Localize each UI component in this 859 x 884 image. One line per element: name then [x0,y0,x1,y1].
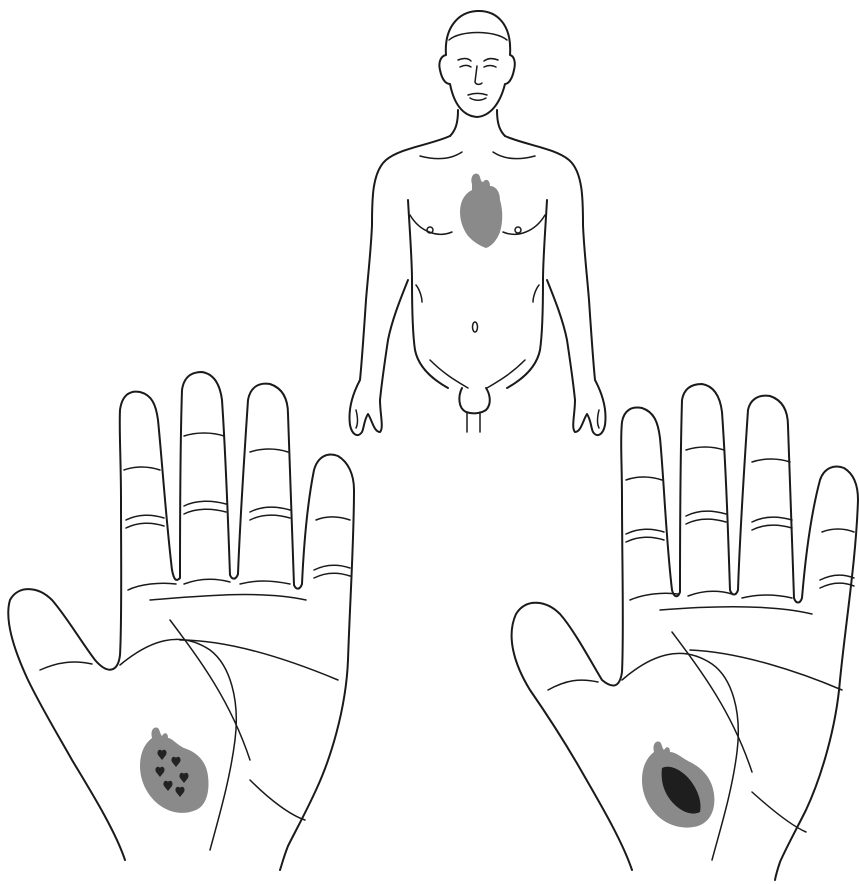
torso [349,110,605,435]
heart-with-small-hearts-icon [140,727,209,812]
right-hand [512,384,858,880]
human-body [349,11,605,435]
head [439,11,514,117]
left-hand [8,372,354,870]
heart-with-dark-core-icon [642,741,714,827]
chest-heart-icon [460,174,502,248]
